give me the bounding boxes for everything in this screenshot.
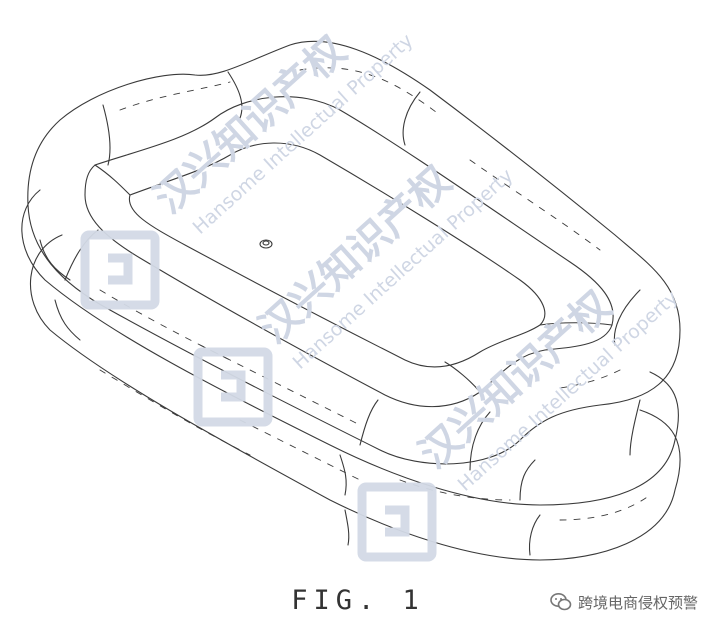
drain <box>259 239 273 249</box>
middle-ring-outline <box>21 189 679 506</box>
watermark-logo <box>80 230 437 562</box>
figure-label: FIG. 1 <box>291 585 425 616</box>
top-ring-outer <box>27 40 681 465</box>
wechat-icon <box>550 593 572 611</box>
bottom-ring-outline <box>29 234 681 561</box>
top-ring-inner <box>84 96 614 408</box>
account-name: 跨境电商侵权预警 <box>577 593 698 612</box>
account-badge: 跨境电商侵权预警 <box>550 590 698 614</box>
